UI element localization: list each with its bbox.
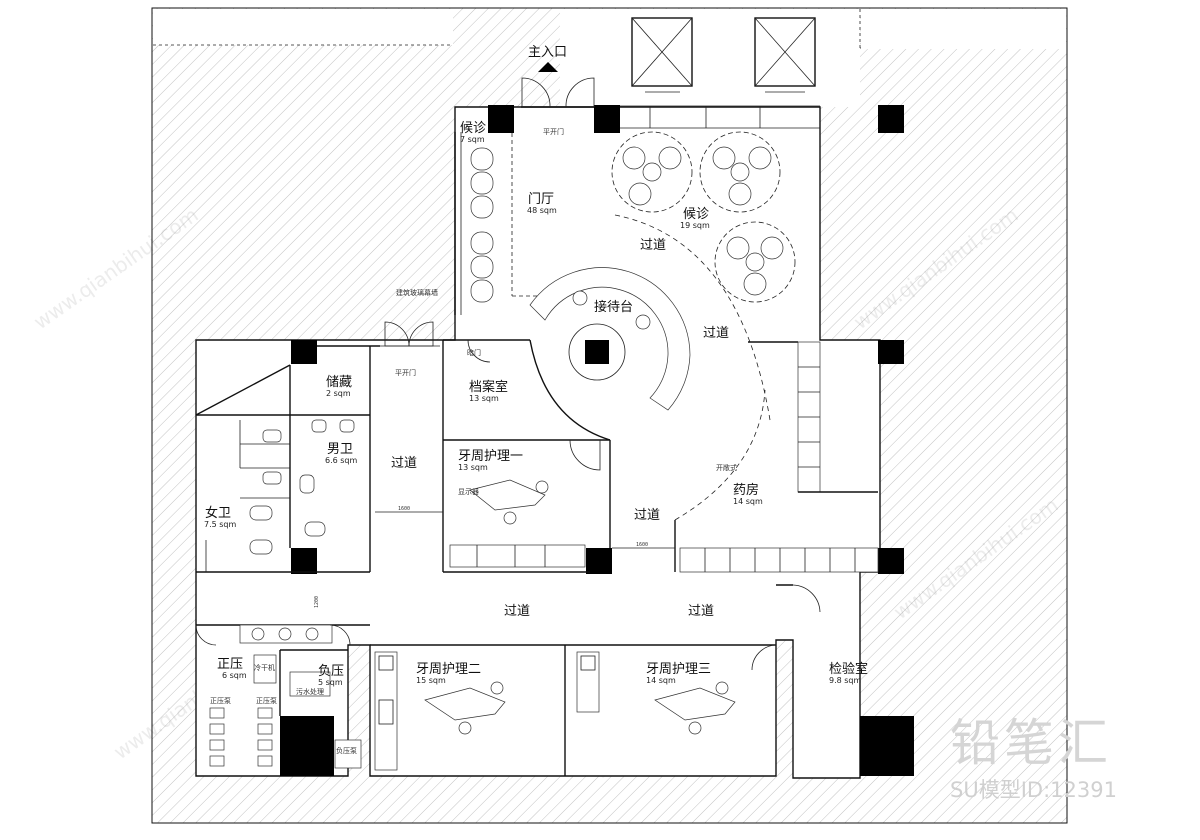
positive-pump-b-label: 正压泵 bbox=[256, 697, 277, 705]
corridor-label: 过道 bbox=[504, 604, 530, 619]
room-name-perio-3: 牙周护理三 bbox=[646, 662, 711, 677]
room-name-womens-wc: 女卫 bbox=[205, 505, 231, 521]
room-area-womens-wc: 7.5 sqm bbox=[204, 520, 237, 529]
lower-rooms bbox=[370, 584, 821, 776]
monitor-label: 显示器 bbox=[458, 488, 479, 496]
room-area-archive: 13 sqm bbox=[469, 394, 499, 403]
corridor-label: 过道 bbox=[640, 238, 666, 253]
dark-door-label: 暗门 bbox=[467, 348, 481, 357]
room-name-perio-2: 牙周护理二 bbox=[416, 662, 481, 677]
room-name-mens-wc: 男卫 bbox=[327, 442, 353, 457]
sewage-label: 污水处理 bbox=[296, 687, 324, 696]
room-area-lab: 9.8 sqm bbox=[829, 676, 862, 685]
room-area-mens-wc: 6.6 sqm bbox=[325, 456, 358, 465]
room-area-lobby: 48 sqm bbox=[527, 206, 557, 215]
room-area-positive-pressure: 6 sqm bbox=[222, 671, 247, 680]
watermark-model-id: SU模型ID:12391 bbox=[950, 778, 1117, 802]
room-name-reception: 接待台 bbox=[594, 299, 633, 315]
room-area-perio-2: 15 sqm bbox=[416, 676, 446, 685]
archive-walls: 暗门 bbox=[442, 339, 611, 572]
restroom-walls bbox=[196, 415, 371, 573]
room-area-waiting-small: 7 sqm bbox=[460, 135, 485, 144]
room-area-negative-pressure: 5 sqm bbox=[318, 678, 343, 687]
room-name-pharmacy: 药房 bbox=[733, 482, 759, 498]
corridor-label: 过道 bbox=[634, 508, 660, 523]
room-name-positive-pressure: 正压 bbox=[217, 657, 243, 672]
corridor-label: 过道 bbox=[391, 456, 417, 471]
room-area-storage: 2 sqm bbox=[326, 389, 351, 398]
room-area-perio-1: 13 sqm bbox=[458, 463, 488, 472]
corridor-width-dim-3: 1200 bbox=[314, 596, 320, 608]
glass-door[interactable]: 平开门 bbox=[380, 321, 440, 377]
room-name-archive: 档案室 bbox=[469, 379, 508, 395]
reception-counter bbox=[529, 267, 691, 411]
corridor-width-dim: 1600 bbox=[398, 506, 410, 512]
storage-walls bbox=[195, 345, 380, 416]
main-entrance-door[interactable]: 平开门 bbox=[521, 62, 595, 136]
corridor-label: 过道 bbox=[688, 604, 714, 619]
negative-pump-label: 负压泵 bbox=[336, 746, 357, 755]
room-name-storage: 储藏 bbox=[326, 375, 352, 390]
columns bbox=[280, 105, 914, 776]
glass-wall: 建筑玻璃幕墙 bbox=[396, 132, 462, 315]
room-name-waiting-main: 候诊 bbox=[683, 207, 709, 222]
top-void-2 bbox=[560, 9, 860, 107]
waiting-chairs-column bbox=[470, 147, 494, 303]
door-swing-label-2: 平开门 bbox=[395, 368, 416, 377]
dryer-label: 冷干机 bbox=[254, 663, 275, 672]
room-name-negative-pressure: 负压 bbox=[318, 664, 344, 679]
entrance-label: 主入口 bbox=[528, 45, 567, 60]
room-name-perio-1: 牙周护理一 bbox=[458, 449, 523, 464]
glass-wall-label: 建筑玻璃幕墙 bbox=[396, 288, 438, 297]
room-area-pharmacy: 14 sqm bbox=[733, 497, 763, 506]
room-area-waiting-main: 19 sqm bbox=[680, 221, 710, 230]
room-labels: 候诊 7 sqm 门厅 48 sqm 候诊 19 sqm 过道 接待台 过道 档… bbox=[204, 121, 868, 755]
pharmacy-shelves: 开敞式 bbox=[674, 341, 879, 573]
service-rooms bbox=[195, 624, 370, 769]
open-style-label: 开敞式 bbox=[716, 463, 737, 472]
corridor-label: 过道 bbox=[703, 326, 729, 341]
brand-watermark: 铅笔汇 SU模型ID:12391 bbox=[950, 714, 1117, 802]
positive-pump-a-label: 正压泵 bbox=[210, 697, 231, 705]
perio-room-1 bbox=[443, 439, 611, 573]
room-area-perio-3: 14 sqm bbox=[646, 676, 676, 685]
top-void bbox=[153, 9, 453, 45]
room-name-lobby: 门厅 bbox=[528, 192, 554, 207]
door-swing-label: 平开门 bbox=[543, 127, 564, 136]
waiting-tables bbox=[611, 131, 796, 303]
watermark-brand: 铅笔汇 bbox=[950, 714, 1112, 772]
corridor-width-dim-2: 1600 bbox=[636, 542, 648, 548]
shaft-boxes bbox=[600, 17, 820, 129]
room-name-waiting-small: 候诊 bbox=[460, 121, 486, 136]
room-name-lab: 检验室 bbox=[829, 661, 868, 677]
